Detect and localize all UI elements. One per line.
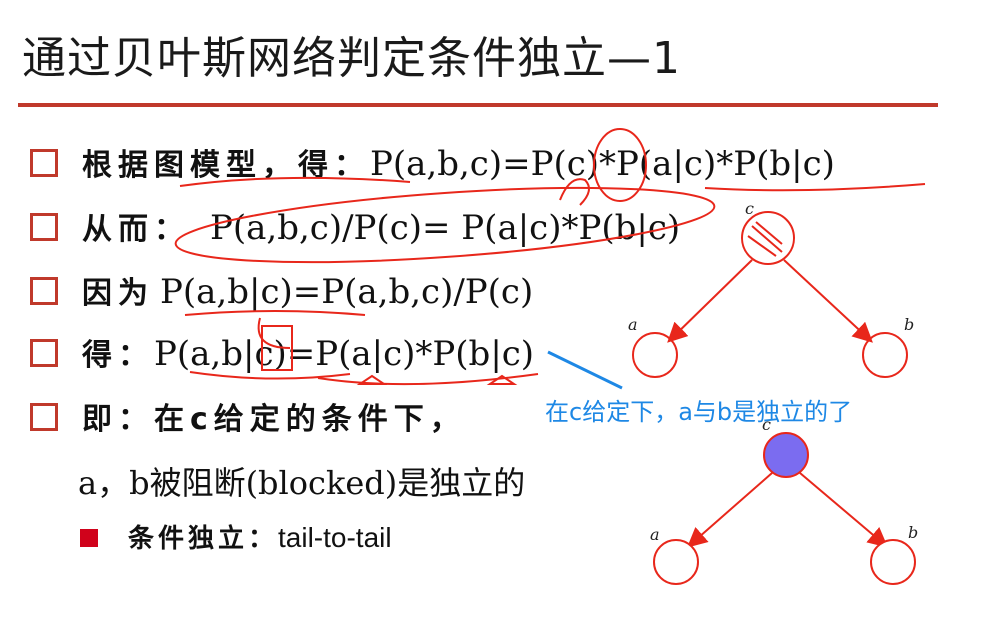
edge-c-a-bottom (686, 472, 773, 548)
row-1-formula: P(a,b,c)=P(c)*P(a|c)*P(b|c) (370, 144, 835, 184)
callout-text: 在c给定下，a与b是独立的了 (545, 398, 853, 426)
node-b-top (862, 332, 908, 378)
label-c-bottom: c (762, 415, 771, 434)
callout-arrow (547, 350, 623, 390)
checkbox-bullet (30, 277, 58, 305)
row-4-formula: P(a,b|c)=P(a|c)*P(b|c) (154, 334, 535, 374)
row-2-label: 从而： (82, 212, 190, 247)
row-2: 从而：P(a,b,c)/P(c)= P(a|c)*P(b|c) (30, 204, 680, 248)
node-b-bottom (870, 539, 916, 585)
title-underline (18, 103, 938, 107)
label-a-top: a (628, 315, 638, 334)
label-a-bottom: a (650, 525, 660, 544)
subbullet-value: tail-to-tail (278, 522, 392, 553)
edge-c-b-bottom (799, 472, 889, 548)
row-5-label: 即：在c给定的条件下， (82, 402, 466, 437)
row-5: 即：在c给定的条件下， (30, 394, 466, 438)
page-title: 通过贝叶斯网络判定条件独立—1 (22, 33, 681, 84)
checkbox-bullet (30, 339, 58, 367)
row-1: 根据图模型，得：P(a,b,c)=P(c)*P(a|c)*P(b|c) (30, 140, 835, 184)
diagram-top: c a b (628, 199, 914, 378)
node-a-bottom (653, 539, 699, 585)
node-c-top (741, 211, 795, 265)
edge-c-a-top (667, 259, 753, 343)
row-3-formula: P(a,b|c)=P(a,b,c)/P(c) (160, 272, 534, 312)
square-bullet (80, 529, 98, 547)
label-b-bottom: b (908, 523, 918, 542)
row-4: 得：P(a,b|c)=P(a|c)*P(b|c) (30, 330, 534, 374)
continuation-text: a，b被阻断(blocked)是独立的 (78, 464, 526, 502)
checkbox-bullet (30, 403, 58, 431)
node-a-top (632, 332, 678, 378)
edge-c-b-top (783, 259, 873, 343)
label-b-top: b (904, 315, 914, 334)
node-c-bottom (763, 432, 809, 478)
checkbox-bullet (30, 149, 58, 177)
diagram-bottom: c a b (650, 415, 918, 585)
label-c-top: c (745, 199, 754, 218)
red-ink-annotations (174, 128, 926, 386)
subbullet-label: 条件独立： (128, 524, 279, 554)
checkbox-bullet (30, 213, 58, 241)
subbullet: 条件独立：tail-to-tail (80, 518, 392, 555)
row-3-label: 因为 (82, 276, 154, 311)
row-4-label: 得： (82, 338, 154, 373)
